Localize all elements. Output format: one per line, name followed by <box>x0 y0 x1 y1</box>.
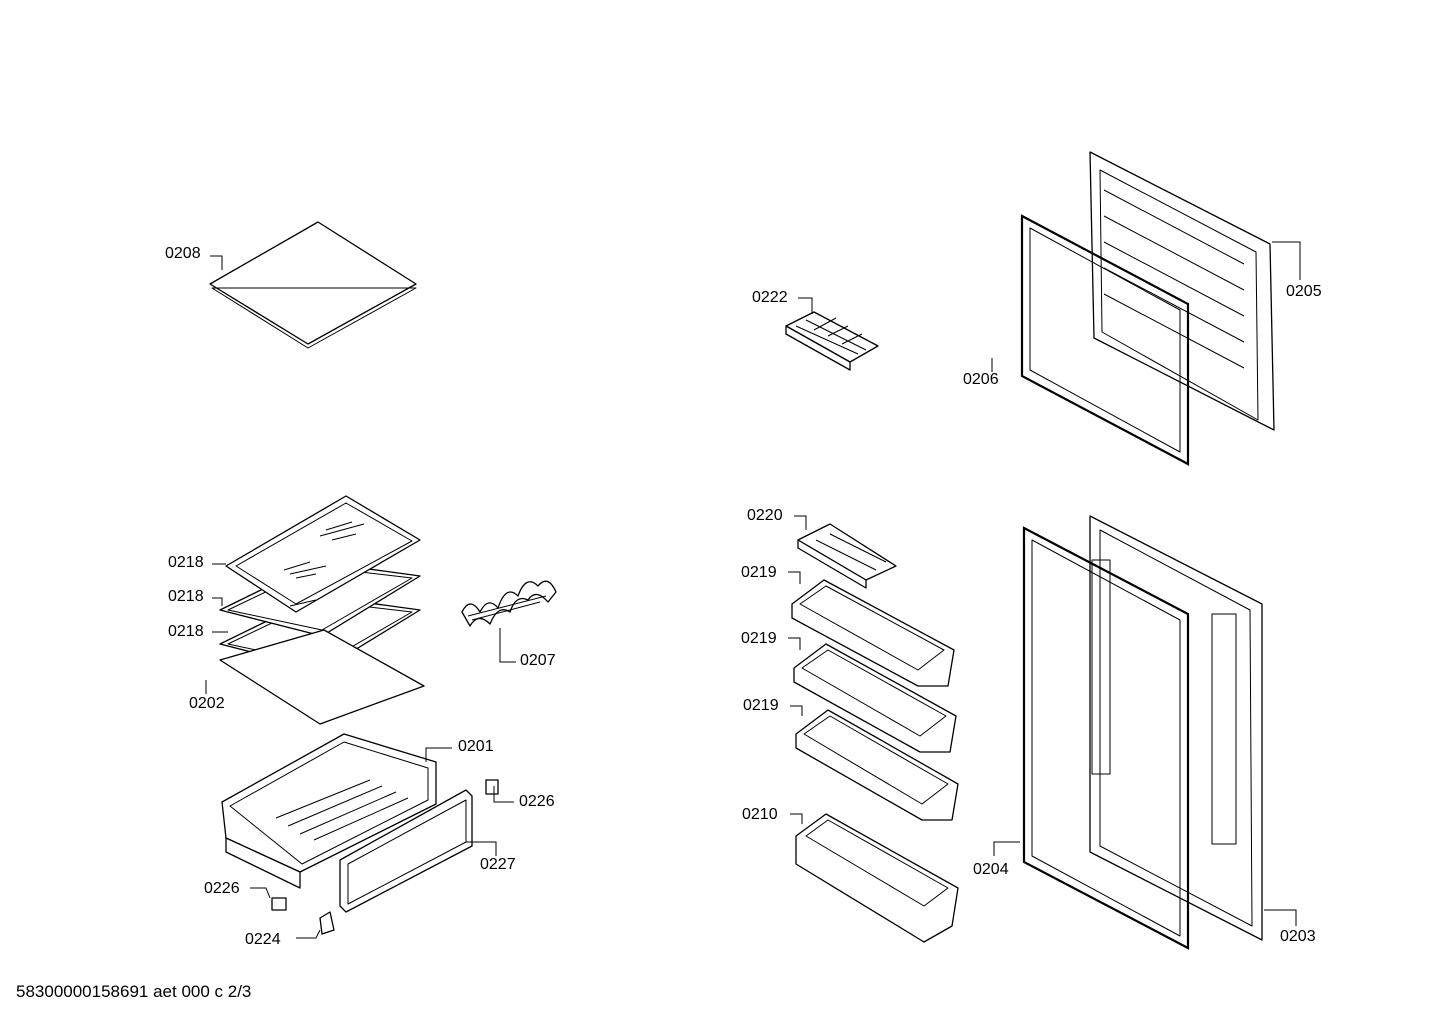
part-0220-egg-tray <box>797 523 897 589</box>
label-0205: 0205 <box>1286 283 1322 300</box>
label-0226: 0226 <box>519 793 555 810</box>
part-0219-door-bins <box>791 579 959 821</box>
label-0202: 0202 <box>189 695 225 712</box>
label-0219: 0219 <box>741 564 777 581</box>
part-0204-fridge-gasket <box>1022 526 1190 950</box>
label-0219: 0219 <box>743 697 779 714</box>
part-0222-ice-tray <box>785 311 879 371</box>
label-0201: 0201 <box>458 738 494 755</box>
part-0224-clip <box>319 911 335 935</box>
part-0207-bottle-rack <box>461 580 557 627</box>
label-0218: 0218 <box>168 588 204 605</box>
label-0218: 0218 <box>168 623 204 640</box>
part-0202-plate <box>219 629 425 725</box>
label-0226: 0226 <box>204 880 240 897</box>
label-0218: 0218 <box>168 554 204 571</box>
label-0219: 0219 <box>741 630 777 647</box>
label-0206: 0206 <box>963 371 999 388</box>
document-id-footer: 58300000158691 aet 000 c 2/3 <box>16 982 252 1001</box>
label-0220: 0220 <box>747 507 783 524</box>
label-0207: 0207 <box>520 652 556 669</box>
label-0208: 0208 <box>165 245 201 262</box>
leader-lines <box>205 241 1301 939</box>
part-0210-bottle-bin <box>795 813 959 943</box>
label-0204: 0204 <box>973 861 1009 878</box>
label-0224: 0224 <box>245 931 281 948</box>
part-0226-clips <box>271 779 499 911</box>
part-0205-freezer-door <box>1089 151 1275 431</box>
part-0203-fridge-door <box>1089 515 1263 941</box>
part-0201-drawer <box>221 733 437 889</box>
label-0210: 0210 <box>742 806 778 823</box>
label-0222: 0222 <box>752 289 788 306</box>
label-0227: 0227 <box>480 856 516 873</box>
label-0203: 0203 <box>1280 928 1316 945</box>
part-0208-plate <box>209 221 417 349</box>
part-0206-freezer-gasket <box>1020 214 1190 466</box>
